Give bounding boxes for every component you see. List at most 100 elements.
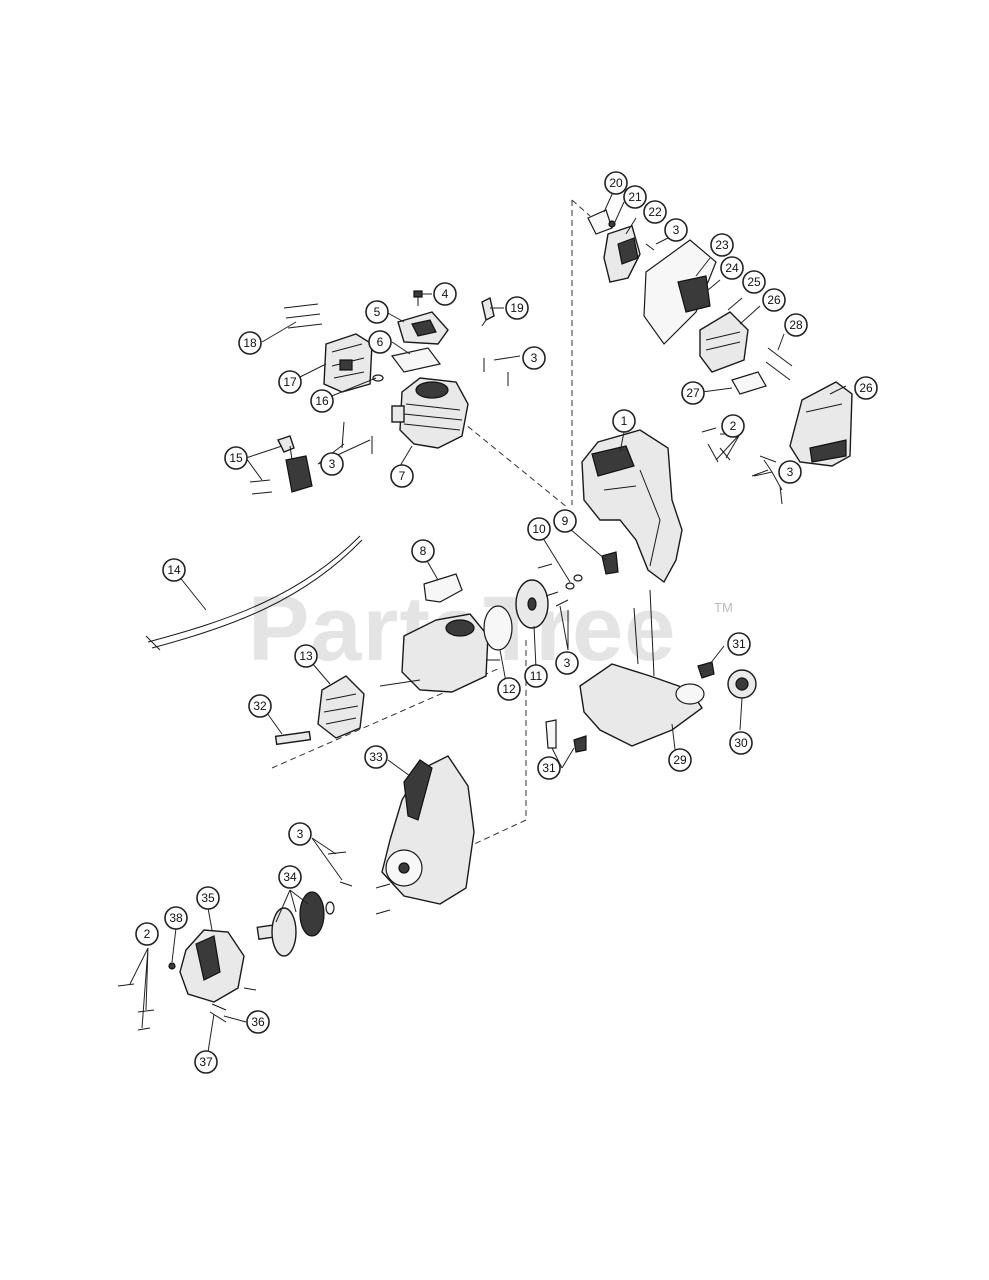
callout-3: 3 — [555, 651, 579, 675]
callout-11: 11 — [524, 664, 548, 688]
part-air-box — [699, 311, 749, 373]
callout-number: 5 — [374, 305, 381, 319]
part-o-ring — [372, 374, 384, 382]
callout-number: 26 — [767, 293, 781, 307]
callout-21: 21 — [623, 185, 647, 209]
callout-circle — [294, 644, 318, 668]
part-ignition-module — [249, 435, 313, 495]
callout-circle — [729, 731, 753, 755]
part-air-filter-cover — [323, 333, 373, 393]
part-fuel-tank — [579, 589, 705, 747]
callout-circle — [162, 558, 186, 582]
callout-14: 14 — [162, 558, 186, 582]
callout-35: 35 — [196, 886, 220, 910]
callout-31: 31 — [727, 632, 751, 656]
callout-circle — [135, 922, 159, 946]
part-spring-9 — [601, 551, 619, 575]
callout-number: 37 — [199, 1055, 213, 1069]
callout-12: 12 — [497, 677, 521, 701]
callout-circle — [664, 218, 688, 242]
part-air-filter-cover-right — [789, 381, 853, 467]
callout-circle — [248, 694, 272, 718]
part-screws-18 — [283, 303, 323, 329]
callout-25: 25 — [742, 270, 766, 294]
part-carburetor-group — [587, 209, 655, 283]
callout-number: 16 — [315, 394, 329, 408]
part-screws-2-lower — [117, 983, 155, 1031]
callout-number: 31 — [542, 761, 556, 775]
callout-number: 3 — [329, 457, 336, 471]
callout-circle — [390, 464, 414, 488]
callout-number: 19 — [510, 301, 524, 315]
callout-circle — [364, 745, 388, 769]
part-rods-28 — [765, 347, 793, 381]
part-screws-36-37 — [209, 1003, 227, 1023]
part-screws-3-right — [751, 455, 783, 505]
callout-number: 13 — [299, 649, 313, 663]
callout-number: 22 — [648, 205, 662, 219]
part-starter-housing — [375, 755, 475, 915]
callout-number: 27 — [686, 386, 700, 400]
callout-30: 30 — [729, 731, 753, 755]
callout-2: 2 — [721, 414, 745, 438]
callout-number: 2 — [730, 419, 737, 433]
part-spark-plug — [481, 296, 495, 327]
callout-33: 33 — [364, 745, 388, 769]
callout-38: 38 — [164, 906, 188, 930]
callout-circle — [555, 651, 579, 675]
part-plate-11 — [515, 579, 549, 629]
callout-number: 8 — [420, 544, 427, 558]
callout-18: 18 — [238, 331, 262, 355]
callout-26: 26 — [854, 376, 878, 400]
callout-3: 3 — [778, 460, 802, 484]
callout-circle — [742, 270, 766, 294]
part-screws-3-lower — [327, 851, 353, 887]
callout-circle — [505, 296, 529, 320]
part-clutch — [256, 891, 335, 957]
callout-number: 9 — [562, 514, 569, 528]
callout-number: 33 — [369, 750, 383, 764]
callout-circle — [196, 886, 220, 910]
callout-34: 34 — [278, 865, 302, 889]
callout-number: 28 — [789, 318, 803, 332]
callout-27: 27 — [681, 381, 705, 405]
callout-number: 36 — [251, 1015, 265, 1029]
callout-circle — [721, 414, 745, 438]
callout-17: 17 — [278, 370, 302, 394]
callout-number: 3 — [297, 827, 304, 841]
callout-circle — [524, 664, 548, 688]
callout-circle — [643, 200, 667, 224]
callout-circle — [164, 906, 188, 930]
callout-circle — [238, 331, 262, 355]
callout-circle — [604, 171, 628, 195]
assembly-guide-lines — [271, 199, 591, 847]
callout-7: 7 — [390, 464, 414, 488]
part-grommets-31 — [545, 661, 715, 753]
callout-24: 24 — [720, 256, 744, 280]
callout-37: 37 — [194, 1050, 218, 1074]
callout-number: 11 — [530, 669, 543, 683]
callout-circle — [762, 288, 786, 312]
callout-number: 12 — [502, 682, 516, 696]
callout-circle — [681, 381, 705, 405]
callout-circle — [224, 446, 248, 470]
callout-number: 34 — [283, 870, 297, 884]
part-pin-32 — [274, 730, 312, 746]
callout-number: 18 — [243, 336, 257, 350]
callout-8: 8 — [411, 539, 435, 563]
callout-number: 10 — [532, 522, 546, 536]
callout-circle — [497, 677, 521, 701]
callout-number: 3 — [787, 465, 794, 479]
part-screws-3a — [341, 358, 509, 454]
part-carburetor-adapter — [397, 311, 449, 345]
callout-19: 19 — [505, 296, 529, 320]
callout-number: 3 — [673, 223, 680, 237]
callout-22: 22 — [643, 200, 667, 224]
part-crankcase-gasket — [423, 573, 463, 603]
callout-10: 10 — [527, 517, 551, 541]
callout-3: 3 — [664, 218, 688, 242]
callout-number: 2 — [144, 927, 151, 941]
callout-circle — [278, 865, 302, 889]
